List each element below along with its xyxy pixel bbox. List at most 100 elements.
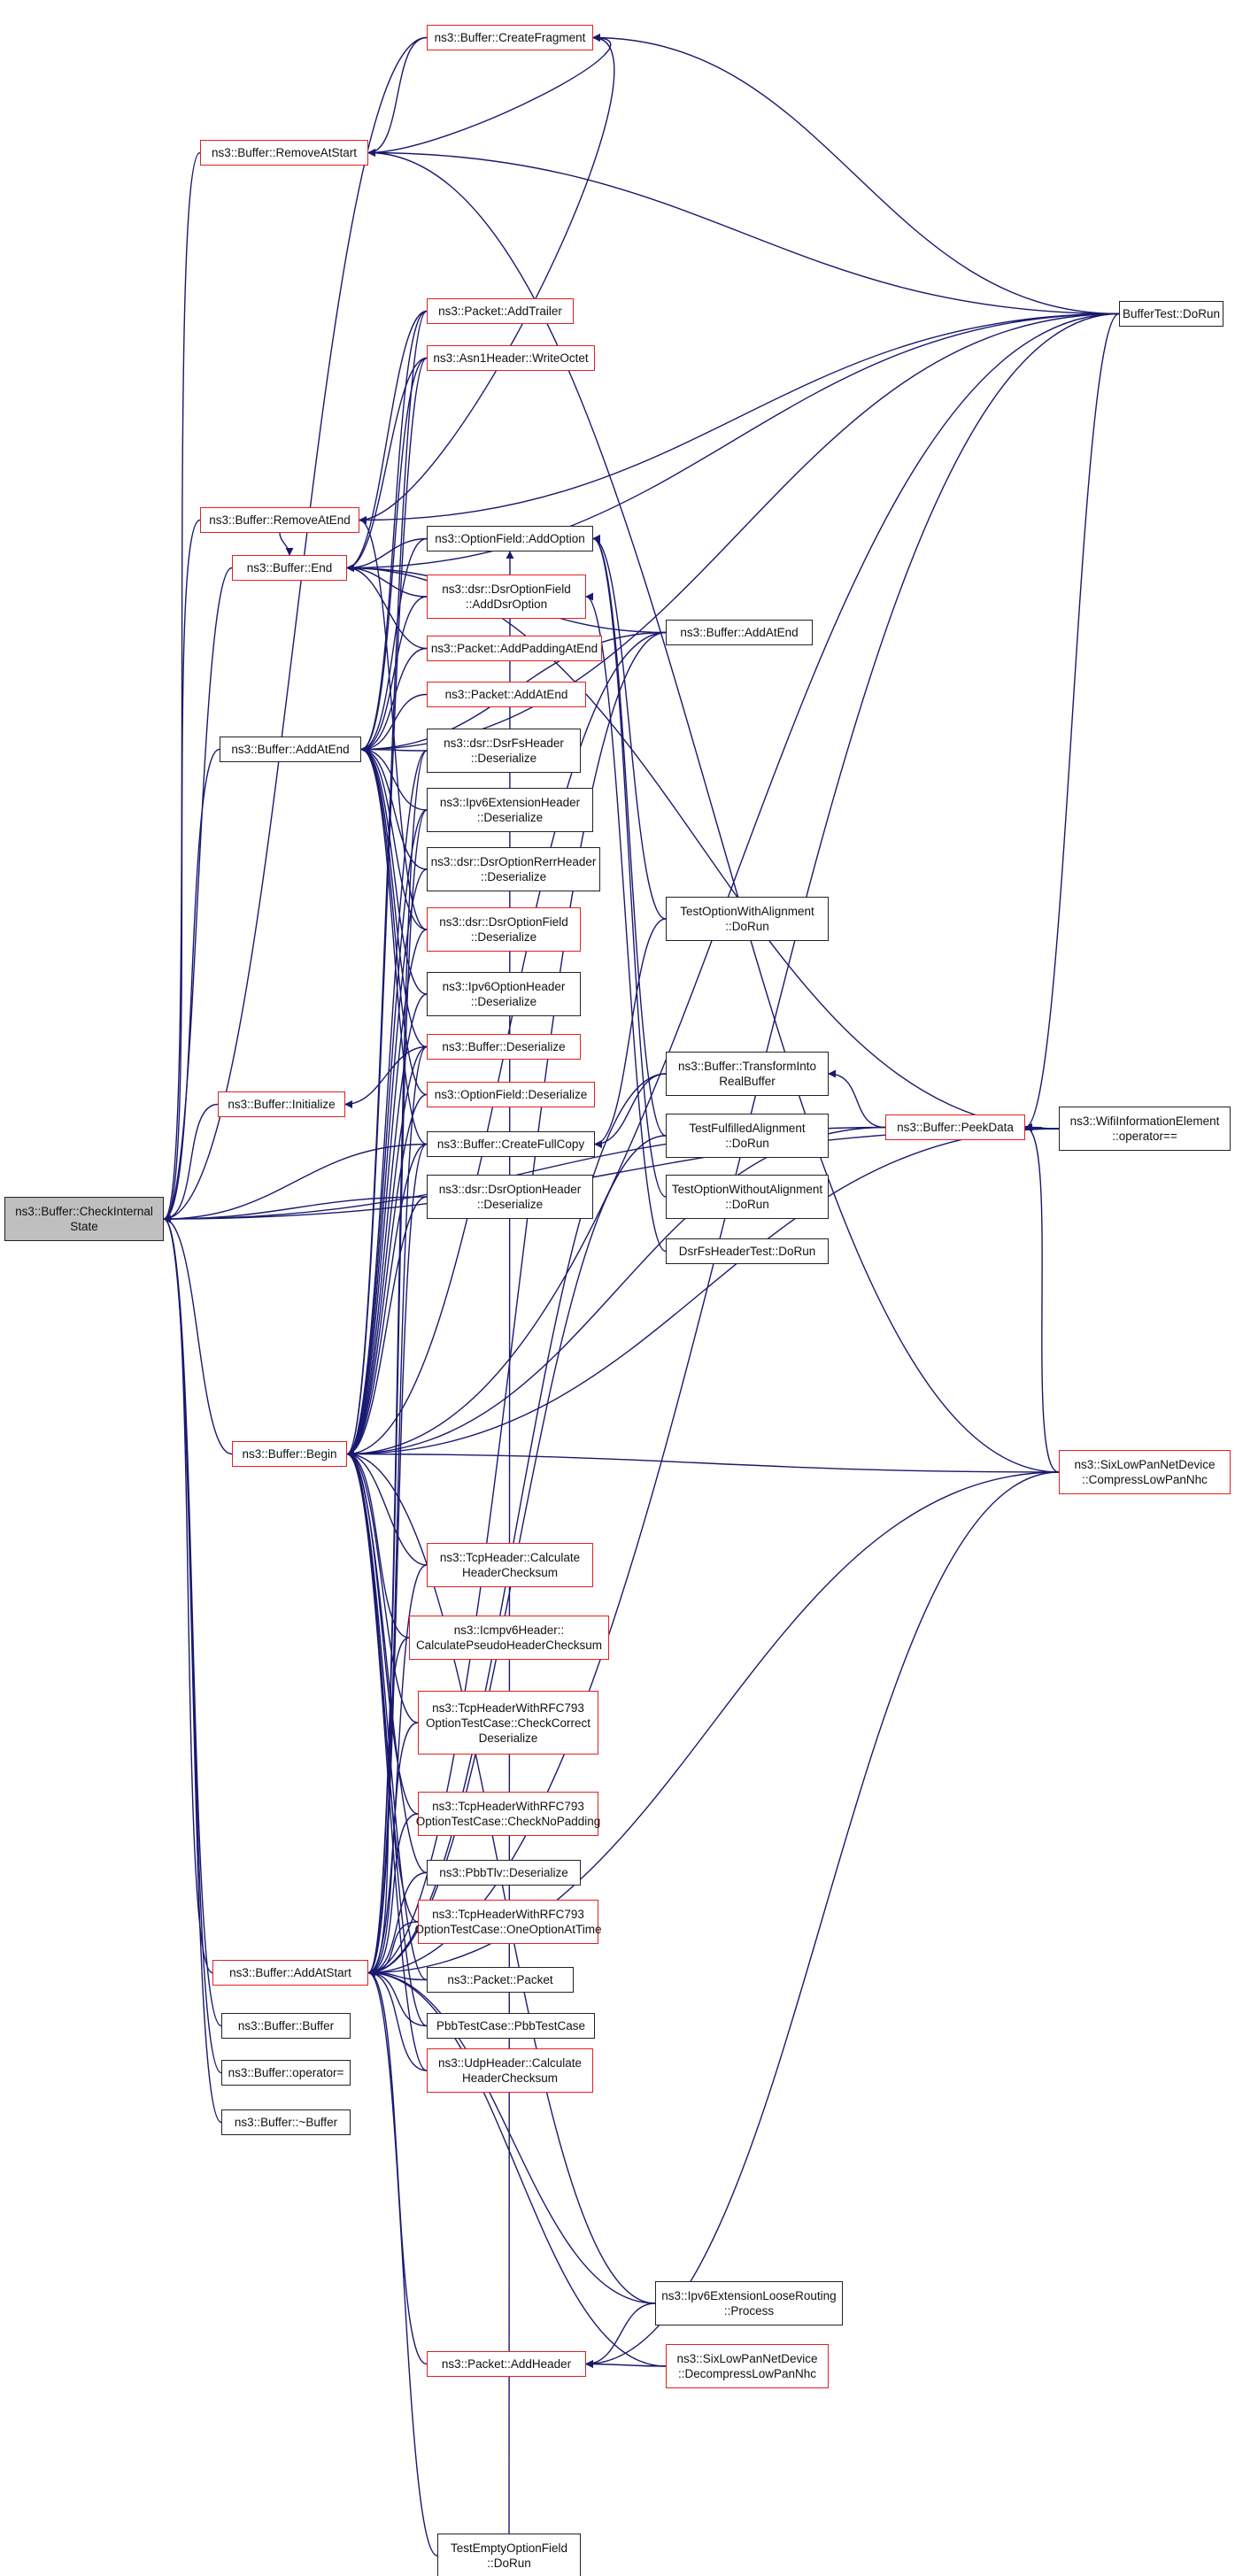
- graph-node-testoptionwithout[interactable]: TestOptionWithoutAlignment::DoRun: [666, 1175, 829, 1219]
- graph-node-compresslowpan[interactable]: ns3::SixLowPanNetDevice::CompressLowPanN…: [1059, 1450, 1231, 1494]
- graph-node-end[interactable]: ns3::Buffer::End: [232, 555, 347, 581]
- node-label-line: ns3::Ipv6ExtensionHeader: [439, 796, 581, 809]
- edge-optionfield_des-to-begin: [346, 1093, 428, 1458]
- edge-destructor-to-check: [163, 1215, 222, 2124]
- node-label-line: ns3::Buffer::Begin: [242, 1447, 337, 1461]
- graph-node-begin[interactable]: ns3::Buffer::Begin: [232, 1441, 347, 1467]
- graph-node-packet_addatend[interactable]: ns3::Packet::AddAtEnd: [427, 682, 586, 707]
- graph-node-pbbtestcase[interactable]: PbbTestCase::PbbTestCase: [427, 2013, 595, 2039]
- graph-node-addheader[interactable]: ns3::Packet::AddHeader: [427, 2351, 586, 2377]
- edge-udpchecksum-to-addatstart: [367, 1969, 428, 2071]
- graph-node-decompress[interactable]: ns3::SixLowPanNetDevice::DecompressLowPa…: [666, 2344, 829, 2388]
- edge-dsroptionfield_add-to-end: [346, 564, 428, 598]
- node-label-line: PbbTestCase::PbbTestCase: [436, 2019, 586, 2032]
- edge-asn1-to-begin: [346, 357, 428, 1458]
- edge-buffertest-to-peekdata: [1024, 312, 1120, 1131]
- edge-buffertest-to-createfragment: [592, 34, 1120, 315]
- node-label-line: ::DoRun: [725, 1137, 769, 1150]
- graph-node-addtrailer[interactable]: ns3::Packet::AddTrailer: [427, 298, 574, 324]
- graph-node-dsroptionfield_add[interactable]: ns3::dsr::DsrOptionField::AddDsrOption: [427, 575, 586, 619]
- graph-node-buffer_addatend2[interactable]: ns3::Buffer::AddAtEnd: [666, 620, 813, 645]
- edge-removeatend-to-end: [279, 532, 294, 556]
- edge-dsrfsheadertest-to-dsroptionfield_add: [585, 592, 667, 1253]
- graph-node-optionfield_des[interactable]: ns3::OptionField::Deserialize: [427, 1082, 595, 1107]
- graph-node-dsroptionheader[interactable]: ns3::dsr::DsrOptionHeader::Deserialize: [427, 1175, 593, 1219]
- graph-node-icmpv6[interactable]: ns3::Icmpv6Header::CalculatePseudoHeader…: [409, 1616, 609, 1660]
- node-label-line: ns3::Buffer::AddAtEnd: [231, 743, 350, 756]
- graph-node-createfullcopy[interactable]: ns3::Buffer::CreateFullCopy: [427, 1131, 595, 1157]
- node-label-line: ns3::OptionField::AddOption: [435, 532, 585, 545]
- graph-node-pbbtlv[interactable]: ns3::PbbTlv::Deserialize: [427, 1860, 581, 1886]
- graph-node-wifiinfo[interactable]: ns3::WifiInformationElement::operator==: [1059, 1107, 1231, 1151]
- graph-node-buffer_deserialize[interactable]: ns3::Buffer::Deserialize: [427, 1034, 581, 1060]
- edge-createfullcopy-to-addatstart: [367, 1143, 428, 1977]
- graph-node-removeatend[interactable]: ns3::Buffer::RemoveAtEnd: [200, 507, 359, 533]
- edge-ipv6ext-to-addatstart: [367, 809, 428, 1977]
- edge-optionfield_add-to-end: [346, 537, 428, 572]
- node-label-line: ::DoRun: [725, 920, 769, 933]
- graph-node-dsrfsheadertest[interactable]: DsrFsHeaderTest::DoRun: [666, 1238, 829, 1264]
- graph-node-addpaddingatend[interactable]: ns3::Packet::AddPaddingAtEnd: [427, 636, 602, 661]
- edge-buffertest-to-end: [346, 312, 1120, 572]
- edge-dsroptionheader-to-begin: [346, 1196, 428, 1458]
- graph-node-operatorassign[interactable]: ns3::Buffer::operator=: [221, 2060, 351, 2086]
- graph-node-ipv6option[interactable]: ns3::Ipv6OptionHeader::Deserialize: [427, 972, 581, 1016]
- graph-node-peekdata[interactable]: ns3::Buffer::PeekData: [885, 1114, 1025, 1140]
- node-label-line: ::Deserialize: [476, 811, 544, 824]
- node-label-line: ns3::Packet::Packet: [447, 1973, 553, 1986]
- graph-node-packet_packet[interactable]: ns3::Packet::Packet: [427, 1967, 574, 1993]
- graph-node-asn1[interactable]: ns3::Asn1Header::WriteOctet: [427, 345, 595, 371]
- graph-node-removeatstart[interactable]: ns3::Buffer::RemoveAtStart: [200, 140, 368, 166]
- node-label-line: ns3::Asn1Header::WriteOctet: [433, 351, 589, 365]
- node-label-line: ::Deserialize: [470, 752, 537, 765]
- graph-node-dsroptionfield_des[interactable]: ns3::dsr::DsrOptionField::Deserialize: [427, 907, 581, 952]
- edge-compresslowpan-to-begin: [346, 1450, 1060, 1473]
- node-label-line: TestEmptyOptionField: [450, 2541, 568, 2555]
- node-label-line: ns3::SixLowPanNetDevice: [1074, 1458, 1216, 1471]
- node-label-line: ns3::Buffer::CreateFragment: [434, 31, 586, 44]
- graph-node-ipv6loose[interactable]: ns3::Ipv6ExtensionLooseRouting::Process: [655, 2281, 843, 2325]
- graph-node-dsroptionrerr[interactable]: ns3::dsr::DsrOptionRerrHeader::Deseriali…: [427, 847, 600, 891]
- edge-udpchecksum-to-begin: [346, 1450, 428, 2071]
- edge-icmpv6-to-begin: [346, 1450, 410, 1639]
- graph-node-testoptionalign[interactable]: TestOptionWithAlignment::DoRun: [666, 897, 829, 941]
- node-label-line: ns3::dsr::DsrOptionField: [439, 915, 568, 929]
- graph-node-destructor[interactable]: ns3::Buffer::~Buffer: [221, 2109, 351, 2135]
- edge-ipv6ext-to-addatend: [360, 745, 428, 811]
- graph-node-buffertest[interactable]: BufferTest::DoRun: [1119, 301, 1223, 327]
- node-label-line: CalculatePseudoHeaderChecksum: [415, 1639, 603, 1652]
- edge-optionfield_des-to-addatend: [360, 745, 428, 1096]
- graph-node-createfragment[interactable]: ns3::Buffer::CreateFragment: [427, 25, 593, 50]
- node-label-line: ::Process: [723, 2304, 775, 2318]
- node-label-line: ::DoRun: [725, 1198, 769, 1211]
- graph-node-initialize[interactable]: ns3::Buffer::Initialize: [218, 1091, 345, 1117]
- edge-ipv6loose-to-addatstart: [367, 1969, 656, 2304]
- edge-createfragment-to-check: [163, 36, 428, 1223]
- graph-node-bufferbuffer[interactable]: ns3::Buffer::Buffer: [221, 2013, 351, 2039]
- node-label-line: State: [70, 1220, 98, 1233]
- node-label-line: ns3::WifiInformationElement: [1069, 1114, 1220, 1128]
- node-label-line: ::AddDsrOption: [465, 598, 548, 611]
- node-label-line: TestFulfilledAlignment: [689, 1122, 806, 1135]
- graph-node-optionfield_add[interactable]: ns3::OptionField::AddOption: [427, 526, 593, 551]
- node-label-line: TestOptionWithoutAlignment: [671, 1183, 823, 1196]
- graph-node-ipv6ext[interactable]: ns3::Ipv6ExtensionHeader::Deserialize: [427, 788, 593, 832]
- graph-node-testempty[interactable]: TestEmptyOptionField::DoRun: [437, 2534, 581, 2576]
- node-label-line: HeaderChecksum: [461, 2071, 559, 2085]
- node-label-line: ::Deserialize: [470, 930, 537, 944]
- edge-testempty-to-addatstart: [367, 1969, 438, 2557]
- graph-node-addatend[interactable]: ns3::Buffer::AddAtEnd: [220, 737, 361, 762]
- edge-buffertest-to-removeatend: [359, 312, 1120, 524]
- graph-node-testfulfilled[interactable]: TestFulfilledAlignment::DoRun: [666, 1114, 829, 1158]
- edge-removeatend-to-createfragment: [359, 34, 615, 521]
- graph-node-dsrfsheader[interactable]: ns3::dsr::DsrFsHeader::Deserialize: [427, 729, 581, 773]
- node-label-line: ns3::Buffer::AddAtStart: [229, 1966, 351, 1979]
- graph-node-addatstart[interactable]: ns3::Buffer::AddAtStart: [212, 1960, 368, 1986]
